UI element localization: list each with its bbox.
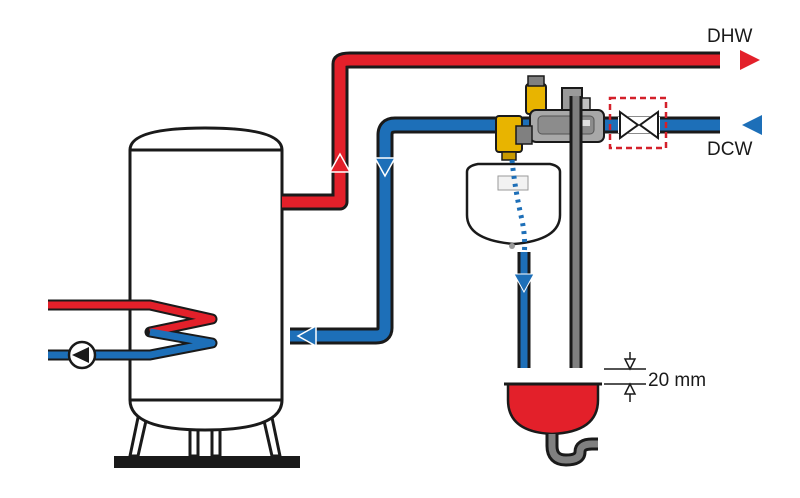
coil-flow-hot [48,301,216,336]
gate-valve-icon [618,110,660,140]
dhw-outlet-pipe [282,51,720,211]
dhw-label: DHW [707,26,753,47]
dcw-label: DCW [707,139,753,160]
storage-cylinder [114,126,300,468]
discharge-dotted-line [509,159,528,256]
air-gap-dimension [604,352,646,402]
pump-icon [67,340,97,370]
primary-heating-coil [48,299,218,361]
dcw-supply-pipe [290,116,720,345]
dcw-inlet-arrow-icon [742,115,762,135]
cylinder-base-plinth [114,456,300,468]
tundish-icon [504,382,602,436]
dhw-flow-up-arrow-icon [328,152,352,173]
dcw-flow-down-arrow-icon [373,157,397,178]
cylinder-body [128,126,284,432]
air-gap-label: 20 mm [648,370,707,391]
dcw-flow-left-arrow-icon [296,324,317,348]
valve-dashed-box [608,96,668,150]
safety-valve-group [495,75,605,161]
expansion-vessel-icon [465,162,562,249]
discharge-down-arrow-icon [513,273,535,294]
coil-return-cold [48,328,216,359]
trap-pipe-icon [545,434,599,467]
dhw-outlet-arrow-icon [740,50,760,70]
